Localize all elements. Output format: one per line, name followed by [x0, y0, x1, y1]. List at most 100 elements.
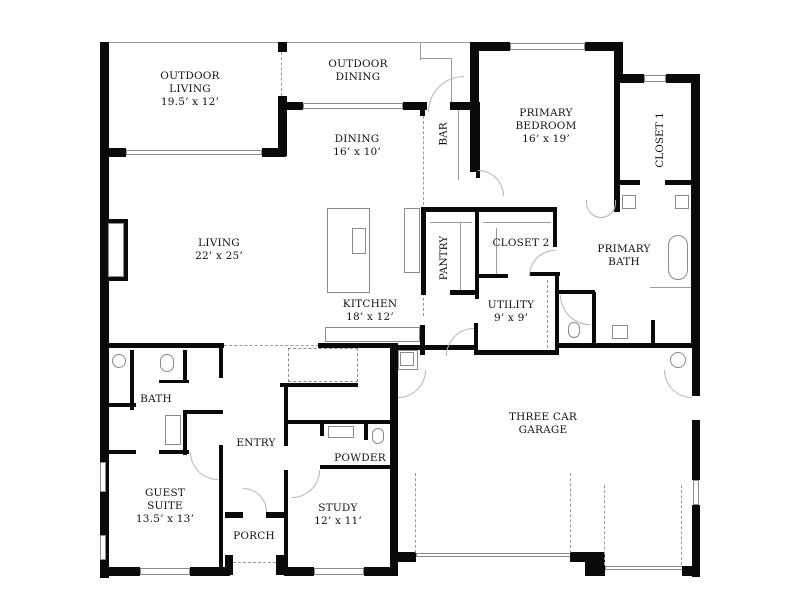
wall: [570, 552, 590, 562]
wall: [130, 350, 134, 410]
wall: [225, 555, 233, 575]
window: [303, 103, 403, 109]
wall: [692, 505, 700, 577]
room-utility: UTILITY 9’ x 9’: [488, 299, 534, 325]
water-heater: [670, 352, 686, 368]
wall: [614, 180, 640, 185]
room-kitchen: KITCHEN 18’ x 12’: [343, 298, 397, 324]
door-swing: [664, 370, 692, 398]
wall: [219, 348, 223, 378]
wall: [159, 380, 189, 383]
wall: [585, 42, 623, 51]
wall: [420, 42, 421, 60]
wall: [320, 465, 390, 469]
wall: [320, 424, 324, 436]
wall: [100, 42, 109, 348]
wall: [398, 552, 416, 562]
wall: [470, 42, 510, 51]
toilet: [372, 428, 384, 444]
sink: [165, 415, 181, 445]
room-powder: POWDER: [334, 452, 386, 465]
wall: [478, 274, 508, 278]
kitchen-sink: [352, 228, 366, 254]
room-dining: DINING 16’ x 10’: [333, 133, 381, 159]
wall: [183, 410, 187, 455]
wall: [190, 567, 230, 576]
garage-door-track: [570, 473, 571, 553]
room-name: OUTDOOR: [328, 58, 388, 70]
room-size: 22’ x 25’: [195, 250, 243, 262]
wall: [682, 566, 700, 576]
wall: [280, 383, 358, 387]
door-swing: [398, 370, 426, 398]
wall: [219, 445, 223, 567]
wall: [278, 42, 287, 52]
shelf: [496, 228, 497, 274]
door-swing: [529, 250, 555, 276]
wall: [278, 96, 287, 156]
wall: [692, 340, 700, 396]
door-swing: [560, 295, 590, 325]
room-closet-1: CLOSET 1: [653, 112, 666, 168]
wall: [225, 512, 243, 518]
room-primary-bath: PRIMARY BATH: [597, 243, 650, 269]
door-swing: [586, 200, 616, 218]
wall: [421, 207, 557, 212]
room-name: LIVING: [198, 237, 240, 249]
wall: [585, 552, 605, 576]
sink: [622, 195, 636, 209]
wall: [287, 102, 303, 110]
sink: [328, 426, 354, 438]
wall: [470, 42, 479, 62]
toilet: [568, 322, 580, 338]
room-size: 19.5’ x 12’: [160, 96, 220, 108]
garage-door-track: [681, 485, 682, 565]
wall: [100, 343, 224, 348]
garage-door-track: [415, 473, 416, 553]
fireplace-hearth: [108, 223, 124, 277]
counter-line: [547, 280, 548, 348]
wall: [458, 110, 459, 180]
room-name: POWDER: [334, 452, 386, 464]
wall: [318, 343, 398, 348]
wall: [284, 470, 288, 575]
wall: [450, 290, 479, 295]
garage-door: [605, 566, 683, 570]
shelf: [460, 222, 461, 290]
wall: [420, 58, 452, 59]
wall: [651, 320, 655, 345]
room-size: 16’ x 10’: [333, 146, 381, 158]
room-name: DINING: [334, 133, 380, 145]
room-primary-bedroom: PRIMARY BEDROOM 16’ x 19’: [515, 107, 576, 146]
wall: [555, 274, 559, 354]
room-three-car-garage: THREE CAR GARAGE: [509, 411, 577, 437]
room-name: BEDROOM: [515, 120, 577, 132]
wall: [284, 420, 390, 424]
room-name: ENTRY: [236, 437, 276, 449]
sliding-door: [126, 150, 262, 155]
wall: [159, 450, 189, 454]
wall: [450, 102, 480, 110]
window: [644, 75, 666, 82]
wall: [284, 386, 288, 446]
wall: [262, 148, 286, 157]
wall: [666, 74, 700, 83]
wall: [100, 148, 126, 157]
column-line: [281, 52, 282, 96]
room-size: 16’ x 19’: [522, 133, 570, 145]
room-name: OUTDOOR: [160, 70, 220, 82]
door-swing: [190, 452, 218, 480]
room-study: STUDY 12’ x 11’: [314, 502, 362, 528]
wall: [470, 62, 479, 172]
wall: [398, 345, 478, 350]
wall: [106, 403, 136, 407]
room-bar: BAR: [437, 122, 450, 146]
door-swing: [243, 488, 267, 512]
room-porch: PORCH: [233, 530, 275, 543]
window: [510, 43, 585, 50]
window: [100, 462, 106, 492]
room-pantry: PANTRY: [438, 235, 451, 281]
garage-door: [416, 553, 571, 557]
room-outdoor-dining: OUTDOOR DINING: [328, 58, 387, 84]
